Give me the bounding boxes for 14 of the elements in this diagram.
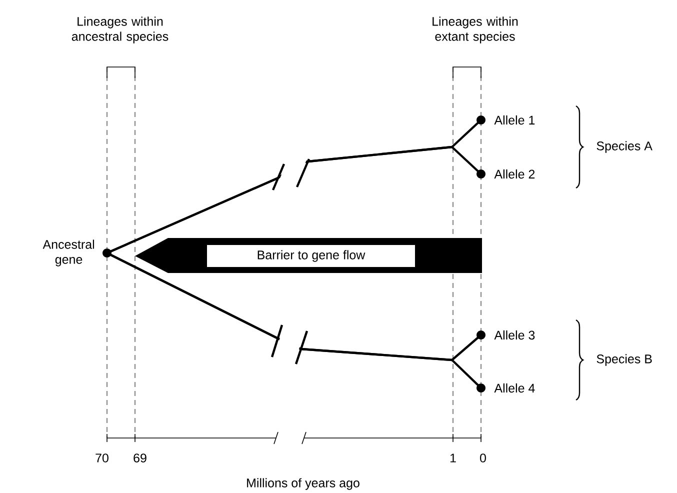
column-heading: Lineages within extant species [432, 16, 518, 44]
tick-label: 69 [134, 454, 146, 462]
species-label: Species A [596, 141, 652, 153]
gene-label: Allele 3 [476, 330, 535, 340]
gene-label: Ancestral gene [42, 240, 112, 266]
tick-label: 70 [96, 454, 108, 462]
gene-label: Allele 1 [476, 115, 535, 125]
column-heading: Lineages within ancestral species [72, 16, 168, 44]
gene-label: Allele 2 [476, 169, 535, 179]
gene-label: Allele 4 [476, 383, 535, 393]
axis-title: Millions of years ago [247, 478, 360, 490]
species-label: Species B [596, 354, 652, 366]
tick-label: 0 [480, 454, 486, 462]
tick-label: 1 [450, 454, 456, 462]
